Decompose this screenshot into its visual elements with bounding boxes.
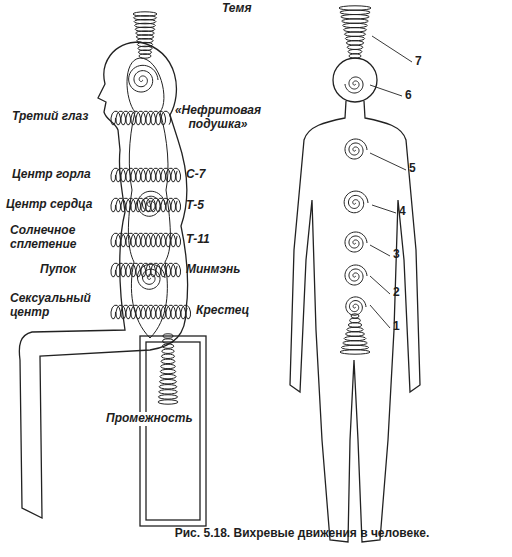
vortex-spring [162, 344, 174, 348]
vortex-spring [339, 6, 371, 10]
vortex-spring [346, 41, 363, 45]
vortex-spiral [345, 77, 363, 93]
vortex-spring [160, 379, 177, 383]
vortex-spring [160, 369, 175, 373]
vortex-spring [348, 49, 362, 53]
vortex-spring [159, 385, 177, 389]
center-label: Центр сердца [6, 198, 92, 212]
vortex-spring [161, 364, 176, 368]
vortex-coil [111, 198, 181, 211]
vortex-spring [158, 400, 178, 404]
vortex-spring [139, 54, 151, 58]
center-label: Промежность [104, 412, 195, 426]
center-label: «Нефритовая подушка» [172, 104, 264, 132]
vortex-coil [111, 305, 191, 318]
center-label: Темя [222, 2, 252, 16]
vortex-spring [343, 341, 368, 345]
vortex-spiral [344, 191, 368, 213]
vortex-spiral [345, 232, 367, 252]
center-label: Солнечное сплетение [10, 224, 102, 252]
callout-number: 5 [409, 162, 416, 176]
callout-number: 3 [393, 248, 400, 262]
vortex-spring [348, 323, 362, 327]
energy-channel [127, 58, 170, 338]
vortex-spring [340, 350, 370, 354]
vortex-spring [344, 28, 367, 32]
vortex-spring [158, 395, 177, 399]
vortex-spring [160, 374, 176, 378]
callout-number: 1 [393, 320, 400, 334]
vortex-spiral [346, 297, 366, 315]
center-label: Крестец [196, 304, 249, 318]
vortex-spring [342, 19, 369, 23]
center-label: Центр горла [12, 168, 91, 182]
vortex-spring [161, 359, 175, 363]
vortex-coil [111, 168, 181, 181]
vortex-spring [340, 10, 370, 14]
vortex-coil [111, 233, 181, 246]
vortex-spiral [129, 65, 158, 92]
seat-box [140, 336, 206, 526]
vortex-spring [347, 45, 363, 49]
vortex-spring [341, 345, 368, 349]
vortex-spring [351, 314, 359, 318]
callout-number: 2 [393, 286, 400, 300]
vortex-spring [341, 15, 369, 19]
vortex-coil [111, 263, 181, 276]
center-label: Сексуальный центр [10, 292, 106, 320]
vortex-spring [162, 349, 174, 353]
center-label: С-7 [186, 168, 205, 182]
figure-caption: Рис. 5.18. Вихревые движения в человеке. [175, 526, 430, 540]
seat-box-inner [146, 342, 200, 520]
standing-figure [290, 101, 420, 542]
vortex-spring [349, 54, 361, 58]
vortex-spring [161, 354, 174, 358]
vortex-spring [347, 327, 363, 331]
vortex-spring [344, 32, 365, 36]
center-label: Третий глаз [12, 110, 88, 124]
center-label: Т-5 [186, 199, 204, 213]
vortex-spring [343, 23, 368, 27]
center-label: Т-11 [186, 233, 210, 247]
vortex-spring [346, 332, 365, 336]
vortex-spring [345, 36, 364, 40]
vortex-spiral [345, 139, 367, 159]
callout-number: 4 [399, 205, 406, 219]
leader-lines [370, 36, 412, 328]
vortex-spiral [345, 265, 367, 285]
vortex-coil [111, 111, 171, 124]
vortex-spring [159, 390, 177, 394]
vortex-spring [163, 339, 174, 343]
center-label: Пупок [40, 263, 76, 277]
center-label: Минмэнь [186, 263, 240, 277]
callout-number: 6 [405, 89, 412, 103]
vortex-spring [344, 336, 366, 340]
vortex-spring [350, 318, 361, 322]
standing-head [333, 58, 377, 102]
callout-number: 7 [415, 55, 422, 69]
vortex-spring [163, 334, 173, 338]
